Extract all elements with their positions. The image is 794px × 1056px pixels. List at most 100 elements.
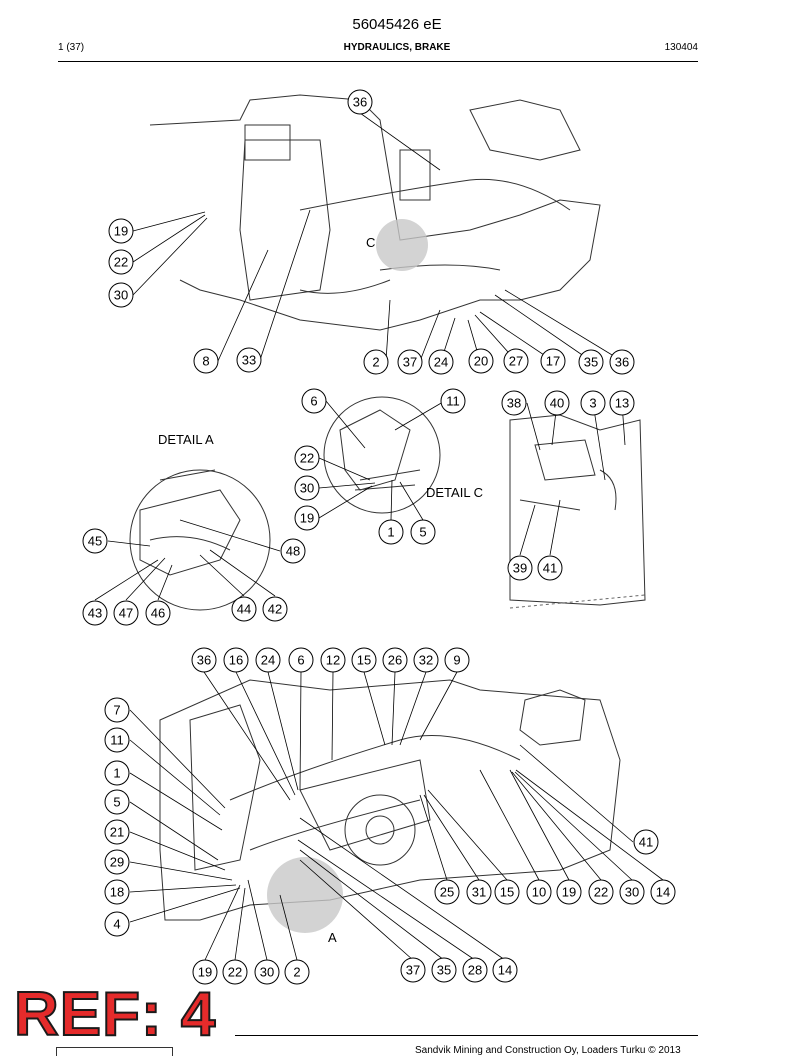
bubble-label: 11 bbox=[110, 733, 124, 748]
callout-bubble bbox=[104, 789, 130, 815]
callout-bubble bbox=[301, 388, 327, 414]
bubble-label: 37 bbox=[406, 963, 420, 978]
bubbles-detail-a bbox=[82, 528, 306, 626]
bubble-top-36b bbox=[609, 349, 635, 375]
callout-bubble bbox=[284, 959, 310, 985]
bubble-label: 30 bbox=[625, 885, 639, 900]
bubble-label: 24 bbox=[434, 355, 448, 370]
bubble-label: 37 bbox=[403, 355, 417, 370]
bubble-label: 25 bbox=[440, 885, 454, 900]
bubble-label: 5 bbox=[419, 525, 426, 540]
bubble-label: 30 bbox=[114, 288, 128, 303]
bubble-label: 21 bbox=[110, 825, 124, 840]
bubble-label: 7 bbox=[113, 703, 120, 718]
top-detail-hatch bbox=[244, 124, 431, 201]
bubble-label: 9 bbox=[453, 653, 460, 668]
bottom-frame-inner bbox=[189, 704, 431, 871]
callout-bubble bbox=[191, 647, 217, 673]
callout-bubble bbox=[320, 647, 346, 673]
callout-bubble bbox=[526, 879, 552, 905]
top-hose-run bbox=[299, 178, 571, 294]
bubbles-right-view bbox=[501, 390, 635, 581]
callout-bubble bbox=[382, 647, 408, 673]
bubble-label: 3 bbox=[589, 396, 596, 411]
detail-a-parts bbox=[139, 469, 241, 576]
bubbles-bottom-right bbox=[434, 829, 676, 905]
bubble-top-35 bbox=[578, 349, 604, 375]
bubble-top-2 bbox=[363, 349, 389, 375]
callout-bubble bbox=[444, 647, 470, 673]
bubble-label: 15 bbox=[500, 885, 514, 900]
bubble-labels-detail-c: 6 11 22 30 19 1 5 bbox=[300, 394, 460, 540]
callout-bubble bbox=[104, 760, 130, 786]
bubble-label: 36 bbox=[615, 355, 629, 370]
detail-c-label: DETAIL C bbox=[426, 485, 483, 500]
callout-bubble bbox=[280, 538, 306, 564]
bubble-label: 43 bbox=[88, 606, 102, 621]
leaders-detail-a bbox=[94, 519, 281, 601]
bubble-top-37 bbox=[397, 349, 423, 375]
top-frame-outline bbox=[149, 94, 601, 331]
bubble-label: 16 bbox=[229, 653, 243, 668]
bubble-label: 33 bbox=[242, 353, 256, 368]
document-number: 56045426 eE bbox=[352, 16, 442, 33]
callout-bubble bbox=[104, 911, 130, 937]
callout-bubble bbox=[255, 647, 281, 673]
detail-c-marker: C bbox=[366, 235, 375, 250]
bottom-gear-hub bbox=[365, 815, 395, 845]
bubbles-detail-c bbox=[294, 388, 466, 545]
callout-bubble bbox=[588, 879, 614, 905]
callout-bubble bbox=[294, 475, 320, 501]
bubble-label: 13 bbox=[615, 396, 629, 411]
bubble-label: 6 bbox=[297, 653, 304, 668]
top-frame-inner bbox=[239, 139, 331, 301]
bubble-label: 22 bbox=[228, 965, 242, 980]
logo-bar bbox=[56, 1047, 173, 1056]
bubble-top-27 bbox=[503, 348, 529, 374]
leaders-right bbox=[519, 402, 626, 556]
callout-bubble bbox=[104, 819, 130, 845]
bubble-label: 22 bbox=[114, 255, 128, 270]
bubbles-bottom-top-row bbox=[191, 647, 470, 673]
bubble-label: 30 bbox=[260, 965, 274, 980]
callout-bubble bbox=[378, 519, 404, 545]
callout-bubble bbox=[231, 596, 257, 622]
callout-bubble bbox=[633, 829, 659, 855]
callout-bubble bbox=[537, 555, 563, 581]
callout-bubble bbox=[254, 959, 280, 985]
callout-bubble bbox=[223, 647, 249, 673]
callout-bubble bbox=[104, 879, 130, 905]
bubble-top-20 bbox=[468, 348, 494, 374]
bubble-labels-detail-a: 45 48 43 47 46 44 42 bbox=[88, 534, 300, 621]
bubble-label: 2 bbox=[372, 355, 379, 370]
leaders-detail-c bbox=[318, 400, 444, 521]
bubble-label: 17 bbox=[546, 354, 560, 369]
bubble-label: 18 bbox=[110, 885, 124, 900]
bubble-top-30 bbox=[108, 282, 134, 308]
bottom-gear-housing bbox=[344, 794, 416, 866]
bubble-label: 2 bbox=[293, 965, 300, 980]
detail-c-parts bbox=[339, 409, 421, 491]
bubble-label: 22 bbox=[594, 885, 608, 900]
bubble-label: 1 bbox=[387, 525, 394, 540]
bubble-label: 38 bbox=[507, 396, 521, 411]
callout-bubble bbox=[580, 390, 606, 416]
callout-bubble bbox=[431, 957, 457, 983]
ref-stamp: REF: 4 bbox=[13, 980, 217, 1049]
footer-copyright: Sandvik Mining and Construction Oy, Load… bbox=[415, 1045, 681, 1056]
callout-bubble bbox=[410, 519, 436, 545]
header-rule bbox=[58, 61, 698, 62]
bubble-label: 29 bbox=[110, 855, 124, 870]
bubble-labels-bottom-bottom-row: 19 22 30 2 37 35 28 14 bbox=[198, 963, 512, 980]
bubbles-bottom-bottom-row bbox=[192, 957, 518, 985]
callout-bubble bbox=[82, 600, 108, 626]
drawing-element bbox=[129, 94, 646, 921]
callout-bubble bbox=[222, 959, 248, 985]
bubble-label: 19 bbox=[114, 224, 128, 239]
bubble-label: 32 bbox=[419, 653, 433, 668]
callout-bubble bbox=[400, 957, 426, 983]
callout-bubble bbox=[440, 388, 466, 414]
bubble-label: 26 bbox=[388, 653, 402, 668]
bubble-label: 14 bbox=[656, 885, 670, 900]
